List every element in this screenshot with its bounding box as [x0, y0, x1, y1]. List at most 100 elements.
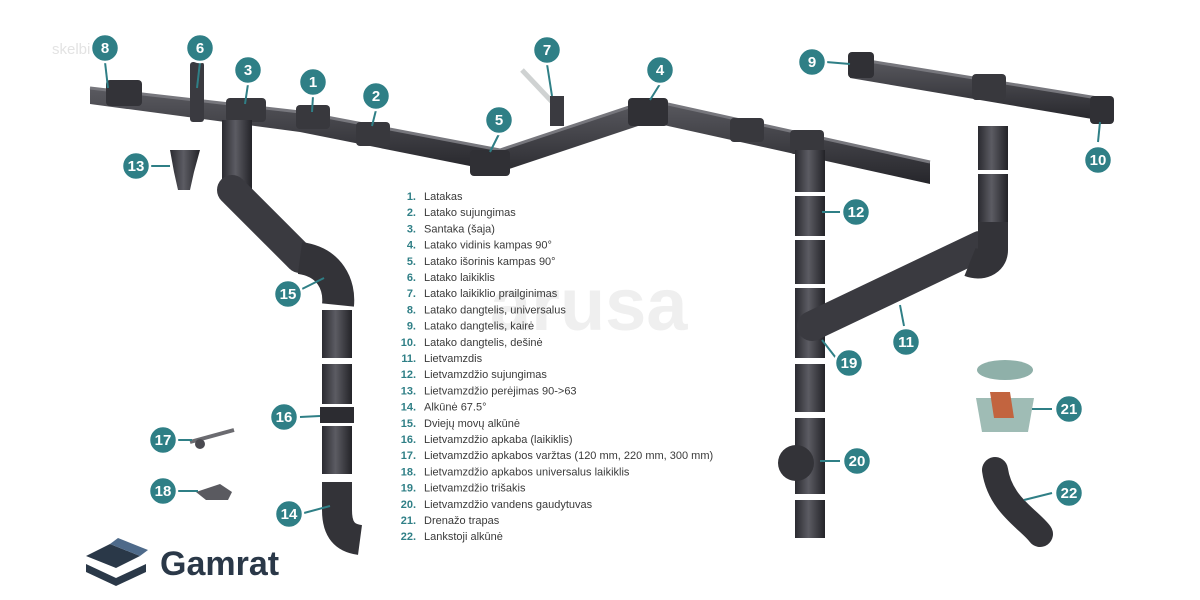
legend-number: 8. — [407, 304, 416, 316]
legend-label: Latako laikiklio prailginimas — [424, 288, 558, 300]
callout-circle — [483, 104, 515, 136]
legend-label: Latakas — [424, 191, 463, 203]
legend-number: 21. — [401, 515, 416, 527]
callout-number: 18 — [155, 483, 172, 500]
callout-circle — [796, 46, 828, 78]
universal-holder — [196, 484, 232, 500]
callout-6: 6 — [184, 32, 216, 64]
legend-number: 4. — [407, 240, 416, 252]
callout-number: 14 — [281, 506, 298, 523]
leader-lines — [104, 61, 1101, 514]
gamrat-mark-icon — [86, 538, 148, 586]
legend-label: Latako išorinis kampas 90° — [424, 256, 556, 268]
pipe-reducer — [170, 150, 200, 190]
legend-label: Latako vidinis kampas 90° — [424, 240, 552, 252]
callout-number: 17 — [155, 432, 172, 449]
callout-10: 10 — [1082, 144, 1114, 176]
legend-number: 17. — [401, 450, 416, 462]
callout-2: 2 — [360, 80, 392, 112]
legend-label: Alkūnė 67.5° — [424, 402, 487, 414]
callout-number: 11 — [898, 334, 914, 351]
legend-number: 12. — [401, 369, 416, 381]
callout-number: 2 — [372, 88, 380, 105]
callout-number: 8 — [101, 40, 109, 57]
legend-label: Lietvamzdžio sujungimas — [424, 369, 547, 381]
callout-20: 20 — [841, 445, 873, 477]
callout-number: 12 — [848, 204, 865, 221]
callout-number: 19 — [841, 355, 858, 372]
legend-label: Lietvamzdžio trišakis — [424, 483, 526, 495]
callout-13: 13 — [120, 150, 152, 182]
callout-circle — [1082, 144, 1114, 176]
legend-label: Latako laikiklis — [424, 272, 495, 284]
brand-name: Gamrat — [160, 545, 279, 583]
callout-circle — [184, 32, 216, 64]
callout-circle — [1053, 477, 1085, 509]
callout-circle — [147, 424, 179, 456]
callout-4: 4 — [644, 54, 676, 86]
callout-circle — [120, 150, 152, 182]
callout-number: 6 — [196, 40, 204, 57]
callout-circle — [147, 475, 179, 507]
callout-circle — [360, 80, 392, 112]
legend-label: Lietvamzdžio apkabos universalus laikikl… — [424, 466, 630, 478]
callout-circle — [644, 54, 676, 86]
callout-circle — [273, 498, 305, 530]
callout-14: 14 — [273, 498, 305, 530]
legend-number: 6. — [407, 272, 416, 284]
callout-circle — [89, 32, 121, 64]
flexible-elbow — [982, 457, 1053, 547]
legend-number: 10. — [401, 337, 416, 349]
callout-7: 7 — [531, 34, 563, 66]
legend-label: Santaka (šaja) — [424, 223, 495, 235]
callout-8: 8 — [89, 32, 121, 64]
callout-circle — [840, 196, 872, 228]
callout-number: 20 — [849, 453, 866, 470]
legend-label: Dviejų movų alkūnė — [424, 418, 520, 430]
legend-number: 18. — [401, 466, 416, 478]
gutter-hanger — [190, 62, 204, 122]
drainage-trap — [976, 360, 1034, 432]
legend-label: Latako sujungimas — [424, 207, 516, 219]
callout-number: 15 — [280, 286, 297, 303]
legend-number: 9. — [407, 321, 416, 333]
gutter-run-right — [848, 52, 1114, 124]
callout-number: 13 — [128, 158, 145, 175]
callout-circle — [890, 326, 922, 358]
callout-number: 22 — [1061, 485, 1078, 502]
callout-number: 4 — [656, 62, 665, 79]
legend-number: 11. — [401, 353, 416, 365]
callout-18: 18 — [147, 475, 179, 507]
callout-circle — [297, 66, 329, 98]
downpipe-left — [217, 120, 363, 555]
legend-number: 16. — [401, 434, 416, 446]
callout-12: 12 — [840, 196, 872, 228]
callout-circle — [841, 445, 873, 477]
legend-number: 19. — [401, 483, 416, 495]
legend-number: 1. — [407, 191, 416, 203]
callout-number: 7 — [543, 42, 551, 59]
legend-label: Latako dangtelis, dešinė — [424, 337, 543, 349]
gutter-run-middle — [470, 98, 931, 184]
hanger-extension — [520, 68, 564, 126]
callout-number: 21 — [1061, 401, 1078, 418]
legend-number: 5. — [407, 256, 416, 268]
legend-label: Lankstoji alkūnė — [424, 531, 503, 543]
callout-15: 15 — [272, 278, 304, 310]
callout-11: 11 — [890, 326, 922, 358]
callout-3: 3 — [232, 54, 264, 86]
legend-label: Drenažo trapas — [424, 515, 500, 527]
callout-9: 9 — [796, 46, 828, 78]
callout-circle — [232, 54, 264, 86]
legend-label: Lietvamzdis — [424, 353, 483, 365]
callout-number: 3 — [244, 62, 252, 79]
callout-circle — [1053, 393, 1085, 425]
watermark-center: arusa — [490, 263, 688, 346]
callout-16: 16 — [268, 401, 300, 433]
gutter-run-left — [89, 80, 501, 172]
legend-label: Latako dangtelis, kairė — [424, 321, 534, 333]
callout-circle — [272, 278, 304, 310]
